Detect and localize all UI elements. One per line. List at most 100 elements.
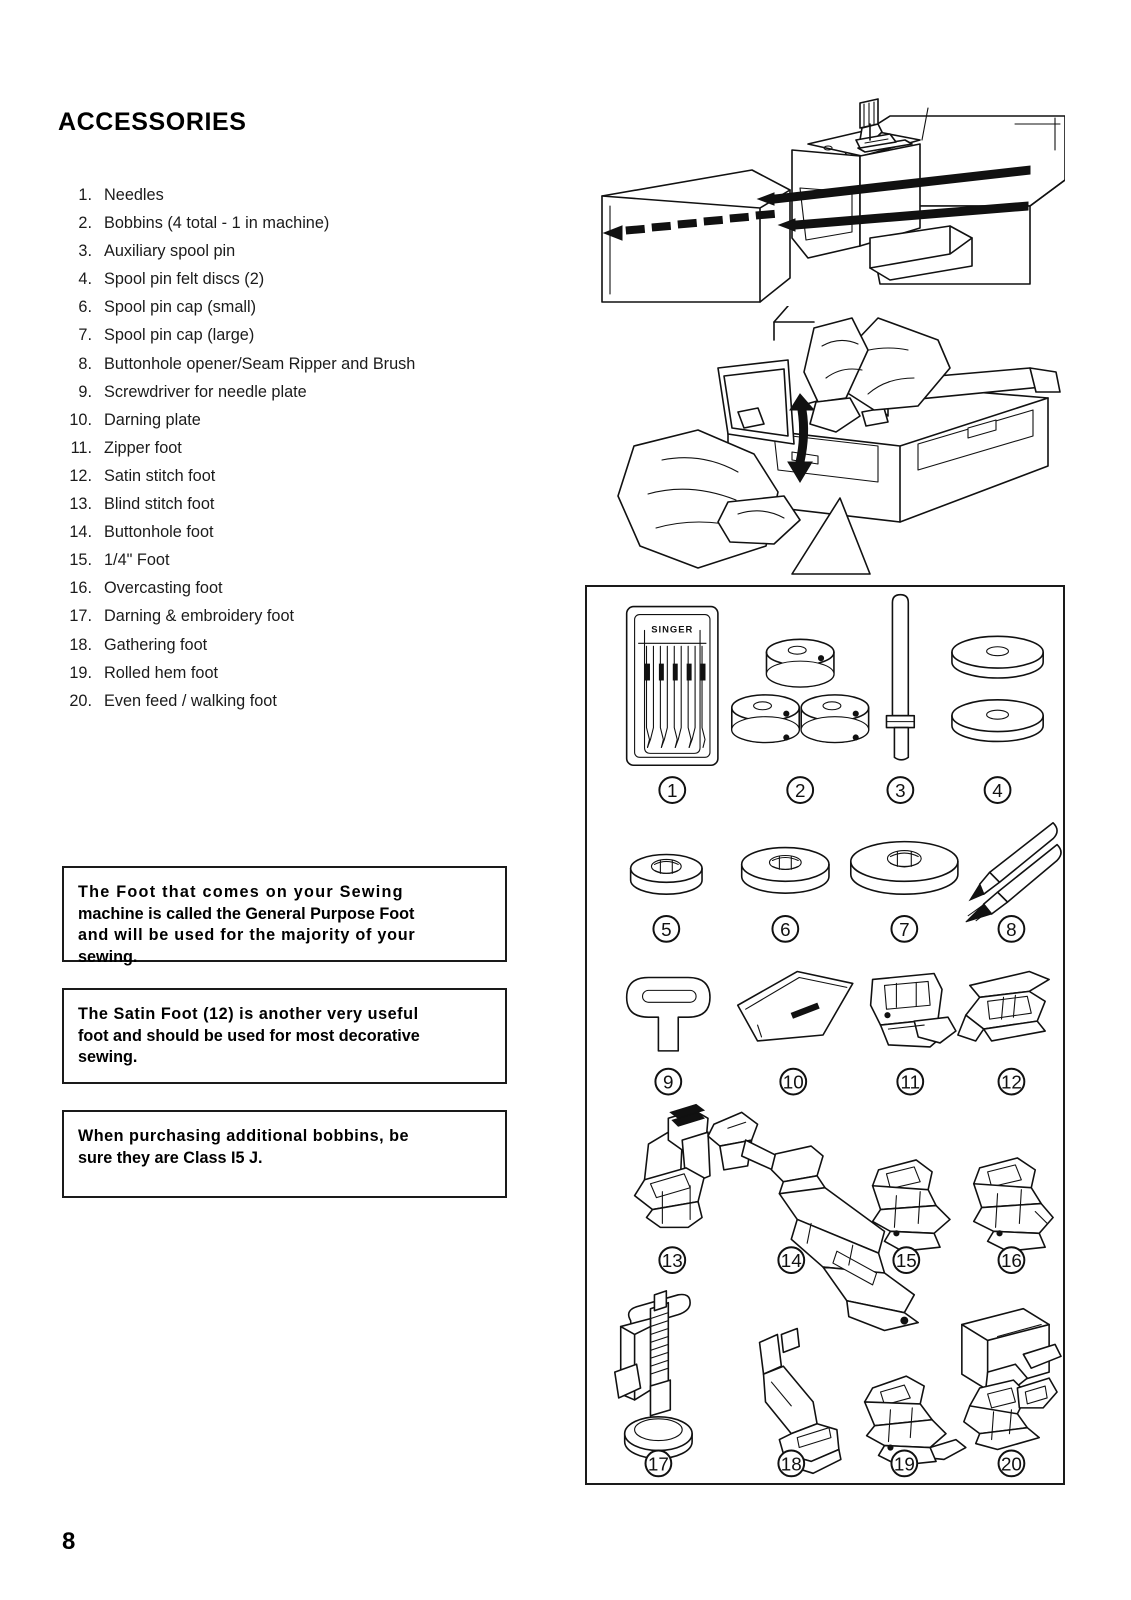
- item-number-16-circle: [997, 1246, 1026, 1274]
- note-line: The Foot that comes on your Sewing: [78, 883, 404, 901]
- item-number-8-circle: [997, 915, 1026, 943]
- accessory-item-label: Even feed / walking foot: [104, 691, 277, 710]
- accessory-item-number: 13.: [69, 495, 92, 514]
- item-number-6-circle: [771, 915, 800, 943]
- accessory-item-number: 7.: [78, 326, 92, 345]
- buttonhole-foot-illustration: [707, 1111, 920, 1332]
- item-number-19-circle: [890, 1449, 919, 1478]
- extension-table-removal-illustration: [560, 88, 1065, 306]
- item-number-20: 20: [1001, 1453, 1022, 1474]
- accessory-list-item: 1. Needles: [60, 186, 530, 214]
- accessory-item-number: 9.: [78, 382, 92, 401]
- accessory-box-opening-illustration: [578, 306, 1068, 576]
- accessory-item-number: 6.: [78, 298, 92, 317]
- darning-embroidery-foot-illustration: [613, 1290, 693, 1460]
- accessory-item-label: Rolled hem foot: [104, 663, 219, 682]
- accessory-list-item: 11. Zipper foot: [60, 439, 530, 467]
- accessory-item-label: Spool pin cap (large): [104, 326, 255, 345]
- accessory-item-number: 19.: [69, 663, 92, 682]
- item-number-6: 6: [780, 919, 790, 940]
- note-box-satin-foot: The Satin Foot (12) is another very usef…: [62, 988, 507, 1084]
- rolled-hem-foot-illustration: [863, 1375, 967, 1467]
- accessory-item-label: Buttonhole opener/Seam Ripper and Brush: [104, 354, 416, 373]
- even-feed-walking-foot-illustration: [961, 1307, 1062, 1451]
- item-number-7-circle: [890, 915, 919, 943]
- accessory-parts-panel: SINGER: [585, 585, 1065, 1485]
- item-number-1: 1: [667, 780, 677, 801]
- item-number-5-circle: [652, 915, 681, 943]
- item-number-13: 13: [662, 1250, 683, 1271]
- item-number-14: 14: [781, 1250, 802, 1271]
- accessory-parts-drawing: SINGER: [613, 593, 1062, 1478]
- item-number-15-circle: [892, 1246, 921, 1274]
- seam-ripper-and-brush-illustration: [965, 821, 1062, 923]
- note-line: sewing.: [78, 947, 138, 966]
- accessory-item-number: 11.: [70, 438, 92, 457]
- accessory-item-label: Zipper foot: [104, 438, 182, 457]
- accessory-list-item: 15.1/4" Foot: [60, 551, 530, 579]
- bobbins-illustration: [730, 638, 870, 744]
- accessory-list-item: 17.Darning & embroidery foot: [60, 607, 530, 635]
- item-number-1-circle: [658, 776, 687, 804]
- item-number-10: 10: [783, 1072, 804, 1093]
- item-number-10-circle: [779, 1067, 808, 1096]
- accessory-item-label: Spool pin cap (small): [104, 298, 257, 317]
- item-number-9-circle: [654, 1067, 683, 1096]
- accessory-list-item: 6. Spool pin cap (small): [60, 298, 530, 326]
- accessory-item-label: Blind stitch foot: [104, 495, 215, 514]
- accessory-item-number: 4.: [78, 270, 92, 289]
- accessory-list-item: 4.Spool pin felt discs (2): [60, 270, 530, 298]
- screwdriver-illustration: [625, 976, 711, 1052]
- item-number-18: 18: [781, 1453, 802, 1474]
- item-number-14-circle: [777, 1246, 806, 1274]
- accessory-item-number: 20.: [69, 691, 92, 710]
- accessory-item-number: 2.: [78, 214, 92, 233]
- note-line: The Satin Foot (12) is another very usef…: [78, 1005, 419, 1023]
- item-number-4: 4: [992, 780, 1002, 801]
- accessory-item-label: Buttonhole foot: [104, 523, 214, 542]
- blind-stitch-foot-illustration: [633, 1103, 711, 1229]
- accessory-item-number: 1.: [78, 186, 92, 204]
- accessory-item-number: 12.: [69, 466, 92, 485]
- item-number-11: 11: [901, 1072, 921, 1093]
- item-number-5: 5: [661, 919, 671, 940]
- accessory-item-label: Darning & embroidery foot: [104, 607, 295, 626]
- item-number-4-circle: [983, 776, 1012, 804]
- item-number-12: 12: [1001, 1072, 1022, 1093]
- accessory-item-label: Darning plate: [104, 410, 201, 429]
- note-line: foot and should be used for most decorat…: [78, 1026, 420, 1045]
- accessory-item-label: Auxiliary spool pin: [104, 242, 236, 261]
- spool-pin-cap-large-illustration: [849, 840, 959, 895]
- accessory-item-label: Overcasting foot: [104, 579, 223, 598]
- item-number-8: 8: [1006, 919, 1016, 940]
- accessory-list-item: 19. Rolled hem foot: [60, 664, 530, 692]
- accessory-item-number: 14.: [69, 523, 92, 542]
- accessory-item-label: Gathering foot: [104, 635, 208, 654]
- accessory-item-label: Satin stitch foot: [104, 466, 216, 485]
- item-number-20-circle: [997, 1449, 1026, 1478]
- gathering-foot-illustration: [758, 1327, 842, 1475]
- note-line: and will be used for the majority of you…: [78, 926, 416, 945]
- item-number-2-circle: [786, 776, 815, 804]
- accessory-item-label: Needles: [104, 186, 164, 204]
- accessory-list-item: 7. Spool pin cap (large): [60, 326, 530, 354]
- accessory-list-item: 13. Blind stitch foot: [60, 495, 530, 523]
- accessory-item-label: Screwdriver for needle plate: [104, 382, 307, 401]
- zipper-foot-illustration: [869, 972, 957, 1048]
- item-number-2: 2: [795, 780, 805, 801]
- box-opening-drawing: [617, 306, 1061, 575]
- needle-pack-brand: SINGER: [651, 623, 693, 634]
- spool-pin-cap-medium-illustration: [740, 846, 830, 894]
- spool-pin-cap-small-illustration: [629, 853, 703, 895]
- accessory-item-number: 16.: [69, 579, 92, 598]
- accessory-item-number: 8.: [78, 354, 92, 373]
- accessory-list-item: 9. Screwdriver for needle plate: [60, 383, 530, 411]
- needle-pack-illustration: SINGER: [625, 605, 719, 767]
- item-number-11-circle: [896, 1067, 925, 1096]
- item-number-17-circle: [644, 1449, 673, 1478]
- item-number-3-circle: [886, 776, 915, 804]
- note-line: sewing.: [78, 1048, 138, 1067]
